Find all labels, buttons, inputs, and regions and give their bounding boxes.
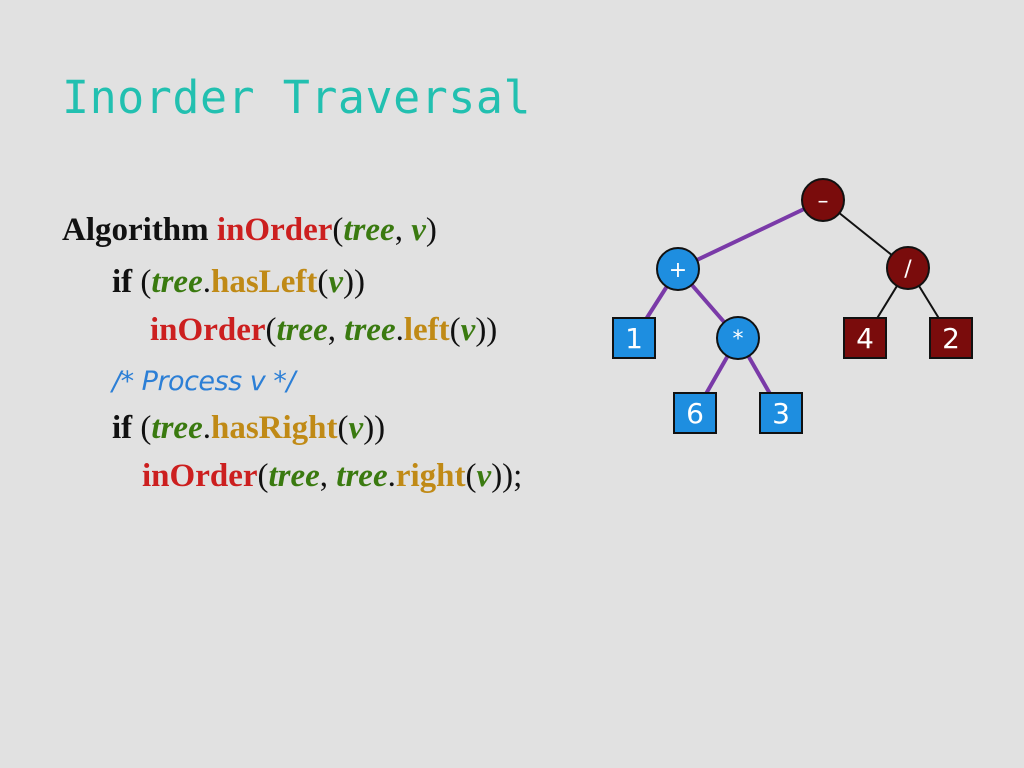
tree-node-shape (673, 392, 717, 434)
paren-open: ( (140, 410, 152, 446)
method-right: right (395, 458, 466, 494)
keyword-if: if (112, 410, 133, 446)
dot: . (395, 312, 404, 348)
function-name: inOrder (150, 312, 266, 348)
method-left: left (403, 312, 450, 348)
var-tree: tree (268, 458, 320, 494)
tree-node-root: – (801, 178, 845, 222)
var-v: v (348, 410, 364, 446)
tree-node-shape (886, 246, 930, 290)
function-name: inOrder (142, 458, 258, 494)
comma: , (327, 312, 337, 348)
paren-open: ( (465, 458, 477, 494)
paren-open: ( (317, 264, 329, 300)
tree-node-shape (716, 316, 760, 360)
var-tree: tree (151, 410, 203, 446)
tree-node-shape (801, 178, 845, 222)
tree-node-mul: * (716, 316, 760, 360)
function-name: inOrder (216, 212, 333, 248)
var-v: v (476, 458, 492, 494)
tree-node-label: * (733, 327, 744, 352)
tree-node-shape (929, 317, 973, 359)
dot: . (387, 458, 396, 494)
tree-node-label: 4 (856, 322, 874, 355)
tree-node-label: / (904, 257, 912, 282)
tree-node-plus: + (656, 247, 700, 291)
paren-close: )); (491, 458, 523, 494)
keyword-algorithm: Algorithm (62, 212, 209, 248)
paren-close: )) (363, 410, 386, 446)
tree-node-n4: 4 (843, 317, 887, 359)
tree-nodes: – + / 1 * 4 2 6 3 (612, 178, 973, 434)
dot: . (202, 410, 211, 446)
tree-node-label: + (669, 258, 687, 283)
tree-node-div: / (886, 246, 930, 290)
paren-close: )) (475, 312, 498, 348)
slide-title: Inorder Traversal (62, 71, 532, 124)
tree-node-shape (843, 317, 887, 359)
tree-node-label: – (818, 189, 829, 214)
keyword-if: if (112, 264, 133, 300)
tree-node-label: 1 (625, 322, 643, 355)
param-v: v (411, 212, 426, 248)
paren-open: ( (257, 458, 269, 494)
tree-edge-root-plus (677, 198, 824, 271)
paren-open: ( (449, 312, 461, 348)
var-v: v (460, 312, 476, 348)
dot: . (202, 264, 211, 300)
var-tree: tree (336, 458, 388, 494)
tree-node-label: 2 (942, 322, 960, 355)
var-tree: tree (276, 312, 328, 348)
code-line-recurse-right: inOrder(tree, tree.right(v)); (142, 454, 522, 498)
tree-node-n2: 2 (929, 317, 973, 359)
tree-node-n6: 6 (673, 392, 717, 434)
tree-node-shape (612, 317, 656, 359)
paren-close: )) (342, 264, 365, 300)
tree-node-shape (759, 392, 803, 434)
tree-node-n1: 1 (612, 317, 656, 359)
paren-open: ( (265, 312, 277, 348)
tree-node-label: 3 (772, 397, 790, 430)
method-has-left: hasLeft (210, 264, 318, 300)
paren-open: ( (332, 212, 344, 248)
code-line-recurse-left: inOrder(tree, tree.left(v)) (150, 308, 497, 352)
comma: , (319, 458, 329, 494)
var-v: v (328, 264, 343, 300)
code-line-process-comment: /* Process v */ (112, 358, 295, 402)
method-has-right: hasRight (210, 410, 338, 446)
code-line-if-has-left: if (tree.hasLeft(v)) (112, 260, 365, 304)
comma: , (394, 212, 403, 248)
code-line-if-has-right: if (tree.hasRight(v)) (112, 406, 385, 450)
paren-open: ( (140, 264, 152, 300)
param-tree: tree (343, 212, 395, 248)
var-tree: tree (151, 264, 203, 300)
tree-edges (632, 198, 952, 414)
paren-close: ) (425, 212, 437, 248)
tree-node-label: 6 (686, 397, 704, 430)
var-tree: tree (344, 312, 396, 348)
comment-process-v: /* Process v */ (112, 366, 295, 397)
tree-node-shape (656, 247, 700, 291)
tree-node-n3: 3 (759, 392, 803, 434)
paren-open: ( (337, 410, 349, 446)
code-line-signature: Algorithm inOrder(tree, v) (62, 208, 437, 252)
